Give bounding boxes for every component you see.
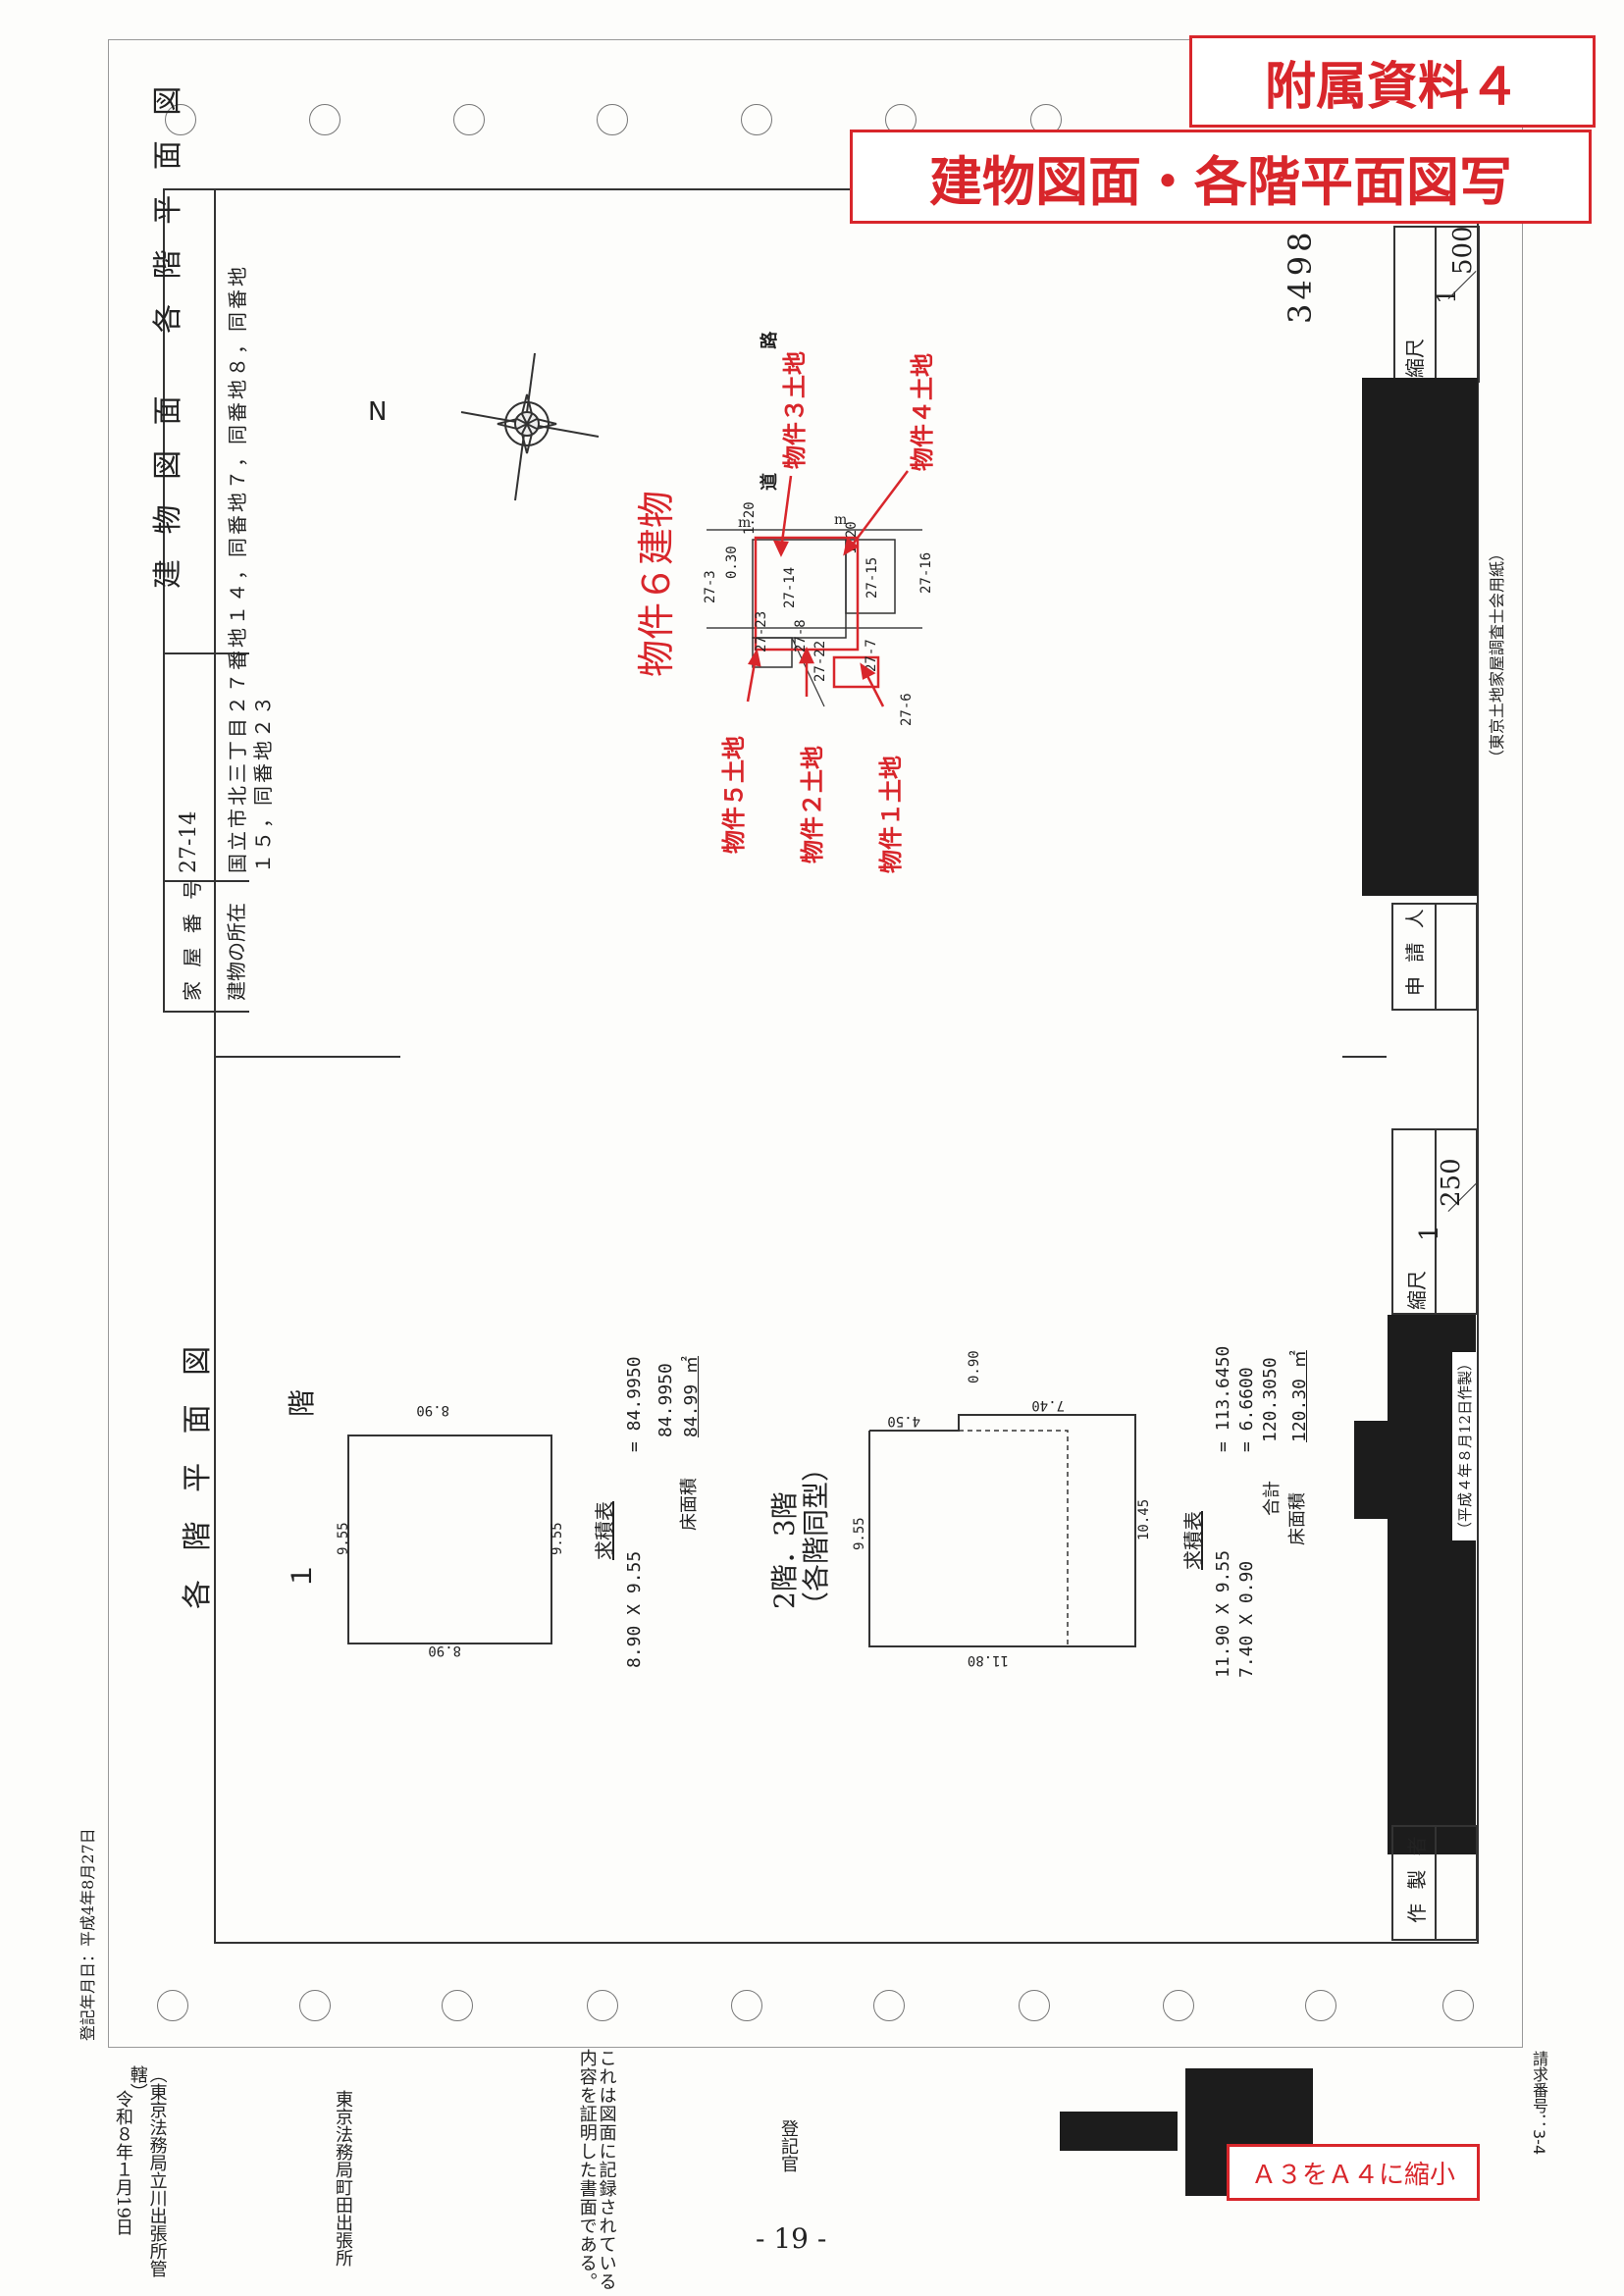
title-block-location	[214, 652, 249, 1013]
drawing-frame	[214, 188, 1479, 1944]
punch-hole	[453, 104, 485, 135]
section-divider	[214, 1056, 400, 1058]
site-plan	[687, 500, 942, 716]
redaction-block	[1354, 1421, 1413, 1519]
floor1-sum: 84.9950	[655, 1363, 676, 1437]
floor1-calc-title: 求積表	[593, 1501, 616, 1560]
registration-date: 登記年月日：平成4年8月27日	[79, 1828, 97, 2041]
location-line2: １５，同番地２３	[251, 693, 275, 873]
scale-label-250: 縮尺	[1405, 1271, 1429, 1310]
paper-note: （東京土地家屋調査士会用紙）	[1488, 545, 1506, 765]
floor23-area-label: 床面積	[1287, 1492, 1308, 1545]
floor1-dim-right: 9.55	[550, 1522, 565, 1555]
scale-box-line	[1435, 1128, 1437, 1315]
appendix-label: 附属資料４	[1189, 35, 1596, 128]
location-line1: 国立市北三丁目２７番地１４，同番地７，同番地８，同番地	[226, 264, 249, 873]
redaction-block	[1060, 2112, 1178, 2151]
scale-num-500: 1	[1433, 287, 1462, 304]
property-1-label: 物件１土地	[876, 756, 905, 873]
sheet-frame	[108, 39, 1523, 2048]
punch-hole	[597, 104, 628, 135]
punch-hole	[1442, 1990, 1474, 2021]
location-label: 建物の所在	[225, 903, 248, 1001]
compass-rose-icon	[451, 343, 608, 510]
scale-label-500: 縮尺	[1403, 339, 1427, 378]
punch-hole	[299, 1990, 331, 2021]
floor23-row1: 11.90 X 9.55	[1213, 1549, 1233, 1678]
punch-hole	[1305, 1990, 1336, 2021]
house-number-label: 家 屋 番 号	[181, 875, 204, 1001]
punch-hole	[873, 1990, 905, 2021]
parcel-27-3: 27-3	[703, 570, 718, 603]
redaction-block	[1362, 378, 1478, 896]
request-number: 請求番号：3-4	[1530, 2051, 1548, 2156]
floor23-dim-right: 10.45	[1136, 1498, 1152, 1540]
property-5-label: 物件５土地	[719, 736, 748, 854]
property-6-label: 物件６建物	[635, 490, 678, 677]
floor23-dim-top-a: 4.50	[887, 1413, 920, 1429]
punch-hole	[309, 104, 341, 135]
title-block	[163, 188, 249, 1013]
punch-hole	[165, 104, 196, 135]
maker-label: 作 製 者	[1405, 1832, 1429, 1923]
red-arrows	[726, 451, 942, 746]
floor1-dim-bottom: 8.90	[428, 1643, 461, 1658]
certification-office: （東京法務局立川出張所管轄）	[127, 2065, 168, 2277]
floor23-dim-bottom: 11.80	[967, 1652, 1009, 1668]
punch-hole	[1163, 1990, 1194, 2021]
page-number: - 19 -	[756, 2222, 827, 2255]
floor23-total-label: 合計	[1262, 1481, 1283, 1516]
floor23-plan	[864, 1411, 1138, 1656]
building-map-title: 建 物 図 面 各 階 平 面 図	[151, 78, 185, 589]
scale-num-250: 1	[1415, 1225, 1444, 1241]
cert-date: 令和８年１月19日	[113, 2090, 133, 2236]
title-block-line	[163, 880, 249, 882]
property-2-label: 物件２土地	[798, 746, 826, 863]
punch-hole	[157, 1990, 188, 2021]
floor23-dim-top-c: 7.40	[1031, 1397, 1065, 1413]
floor23-calc-title: 求積表	[1181, 1511, 1205, 1570]
section-divider	[1342, 1056, 1387, 1058]
scale-den-500: 500	[1448, 226, 1478, 275]
document-subtitle: 建物図面・各階平面図写	[850, 130, 1592, 224]
floor-plan-title: 各 階 平 面 図	[181, 1335, 215, 1609]
scale-box-line	[1435, 226, 1437, 383]
applicant-box-line	[1435, 903, 1437, 1011]
north-label: N	[368, 397, 388, 427]
title-block-line	[163, 652, 249, 654]
punch-hole	[1019, 1990, 1050, 2021]
registrar-label: 登記官	[778, 2119, 799, 2172]
doc-number: 3498	[1282, 228, 1319, 324]
floor23-area: 120.30 ㎡	[1289, 1350, 1310, 1442]
punch-hole	[442, 1990, 473, 2021]
floor1-label: １ 階	[286, 1330, 318, 1590]
scale-den-250: 250	[1437, 1158, 1466, 1207]
made-date: （平成４年８月12日作製）	[1452, 1351, 1477, 1540]
unit-m: m	[738, 515, 752, 531]
floor1-calc-eq: = 84.9950	[624, 1356, 645, 1452]
unit-m: m	[834, 512, 848, 528]
house-number: 27-14	[177, 810, 201, 873]
punch-hole	[741, 104, 772, 135]
floor23-total: 120.3050	[1260, 1357, 1281, 1442]
floor23-row1-eq: = 113.6450	[1213, 1345, 1233, 1452]
floor1-area: 84.99 ㎡	[681, 1355, 702, 1437]
certification-text: これは図面に記録されている内容を証明した書面である。	[576, 2049, 617, 2291]
floor23-dim-top-b: 0.90	[967, 1350, 982, 1383]
floor1-calc-row: 8.90 X 9.55	[624, 1550, 645, 1668]
punch-hole	[587, 1990, 618, 2021]
floor23-dim-left: 9.55	[852, 1517, 867, 1550]
floor1-dim-left: 9.55	[336, 1522, 351, 1555]
cert-office: 東京法務局町田出張所	[333, 2090, 353, 2267]
maker-box-line	[1435, 1825, 1437, 1941]
reduce-note: Ａ３をＡ４に縮小	[1227, 2144, 1480, 2201]
floor1-dim-top: 8.90	[416, 1402, 449, 1418]
punch-hole	[731, 1990, 762, 2021]
applicant-label: 申 請 人	[1403, 905, 1427, 996]
floor23-row2: 7.40 X 0.90	[1236, 1560, 1257, 1678]
floor23-row2-eq: = 6.6600	[1236, 1367, 1257, 1452]
floor1-area-label: 床面積	[679, 1478, 700, 1531]
floor1-plan	[347, 1435, 552, 1644]
floor23-label2: （各階同型）	[800, 1453, 832, 1619]
